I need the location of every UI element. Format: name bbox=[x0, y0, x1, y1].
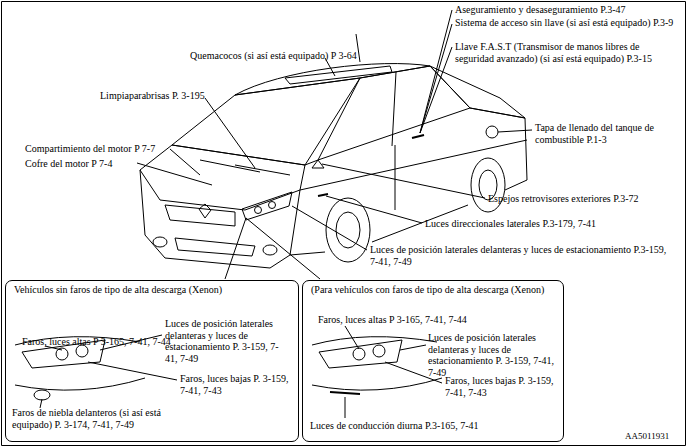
callout-label: Faros, luces bajas P. 3-159, 7-41, 7-43 bbox=[445, 375, 555, 398]
door-line bbox=[395, 145, 396, 210]
callout-label: Limpiaparabrisas P. 3-195 bbox=[100, 90, 205, 102]
callout-label: Quemacocos (si así está equipado) P 3-64 bbox=[190, 50, 357, 62]
panel-heading: (Para vehículos con faros de tipo de alt… bbox=[311, 284, 555, 296]
callout-label: Luces de posición laterales delanteras y… bbox=[428, 332, 560, 378]
callout-label: Espejos retrovisores exteriores P.3-72 bbox=[488, 193, 639, 205]
callout-label: Tapa de llenado del tanque de combustibl… bbox=[535, 122, 675, 145]
callout-label: Compartimiento del motor P 7-7 bbox=[25, 143, 155, 155]
hood bbox=[140, 145, 305, 210]
callout-label: Llave F.A.S.T (Transmisor de manos libre… bbox=[455, 41, 680, 64]
rear-body bbox=[470, 108, 527, 190]
callout-label: Luces de conducción diurna P.3-165, 7-41 bbox=[310, 420, 479, 432]
trunk-lid bbox=[430, 66, 525, 118]
b-pillar bbox=[392, 72, 396, 146]
callout-label: Faros, luces altas P 3-165, 7-41, 7-44 bbox=[318, 314, 467, 326]
callout-label: Luces de posición laterales delanteras y… bbox=[370, 244, 670, 267]
callout-label: Faros de niebla delanteros (si así está … bbox=[12, 407, 177, 430]
panel-heading: Vehículos sin faros de tipo de alta desc… bbox=[14, 284, 290, 296]
callout-label: Cofre del motor P 7-4 bbox=[25, 158, 112, 170]
headlight bbox=[242, 192, 292, 220]
callout-label: Sistema de acceso sin llave (si así está… bbox=[455, 17, 683, 29]
emblem bbox=[199, 204, 211, 218]
figure-code: AA5011931 bbox=[625, 431, 669, 441]
lower-intake bbox=[175, 238, 255, 256]
fog-light bbox=[153, 237, 167, 247]
wiper bbox=[235, 165, 290, 175]
body-line bbox=[300, 140, 527, 190]
callout-label: Faros, luces altas P 3-165, 7-41, 7-44 bbox=[22, 336, 171, 348]
grille bbox=[165, 205, 235, 226]
roof bbox=[235, 64, 430, 95]
sill bbox=[290, 252, 325, 255]
front-face bbox=[140, 170, 300, 268]
callout-label: Luces direccionales laterales P.3-179, 7… bbox=[425, 218, 596, 230]
headlight-lens bbox=[269, 202, 276, 209]
callout-label: Faros, luces bajas P. 3-159, 7-41, 7-43 bbox=[180, 373, 290, 396]
front-rim bbox=[336, 212, 360, 248]
callout-label: Luces de posición laterales delanteras y… bbox=[165, 318, 290, 364]
callout-label: Aseguramiento y desaseguramiento P.3-47 bbox=[455, 4, 626, 16]
side-windows bbox=[318, 66, 470, 160]
fuel-door bbox=[486, 126, 498, 138]
headlight-lens bbox=[255, 207, 262, 214]
door-handle bbox=[412, 135, 424, 138]
inset-headlight bbox=[312, 337, 442, 394]
fog-light bbox=[263, 245, 277, 255]
